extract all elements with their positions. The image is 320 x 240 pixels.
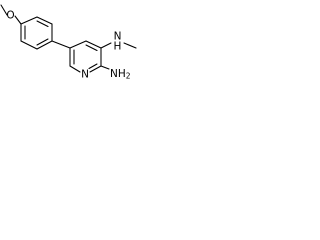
pyridine-ring: N: [69, 40, 102, 81]
pyridine-bond: [69, 65, 81, 73]
methyl-o-bond: [0, 4, 8, 16]
pyridine-bond: [89, 65, 102, 73]
pyridine-nitrogen-label: N: [81, 69, 89, 81]
amino-group: NH2: [100, 65, 131, 81]
methylamino-hydrogen-label: H: [114, 41, 122, 53]
n-methyl-bond: [123, 42, 137, 49]
methylamino-nitrogen-label: N: [114, 31, 122, 43]
benzene-bond: [36, 16, 53, 25]
o-aryl-bond: [14, 15, 22, 25]
benzene-bond: [20, 16, 38, 25]
benzene-bond: [36, 40, 53, 50]
methylamino-group: N H: [100, 31, 137, 53]
methoxy-group: O: [0, 4, 22, 25]
benzene-double-bond: [36, 20, 49, 28]
benzene-bond: [20, 40, 38, 50]
biaryl-bond: [51, 40, 71, 49]
methoxy-oxygen-label: O: [6, 10, 14, 22]
benzene-ring: [20, 16, 53, 50]
chemical-structure: O N N H NH2: [0, 4, 137, 81]
amino-group-label: NH2: [110, 68, 131, 81]
pyridine-double-bond: [88, 63, 98, 70]
pyridine-bond: [69, 40, 87, 49]
c-nh2-bond: [100, 65, 110, 70]
pyridine-double-bond: [85, 44, 98, 52]
c-n-bond: [100, 42, 112, 49]
pyridine-bond: [85, 40, 102, 49]
benzene-double-bond: [36, 38, 49, 46]
